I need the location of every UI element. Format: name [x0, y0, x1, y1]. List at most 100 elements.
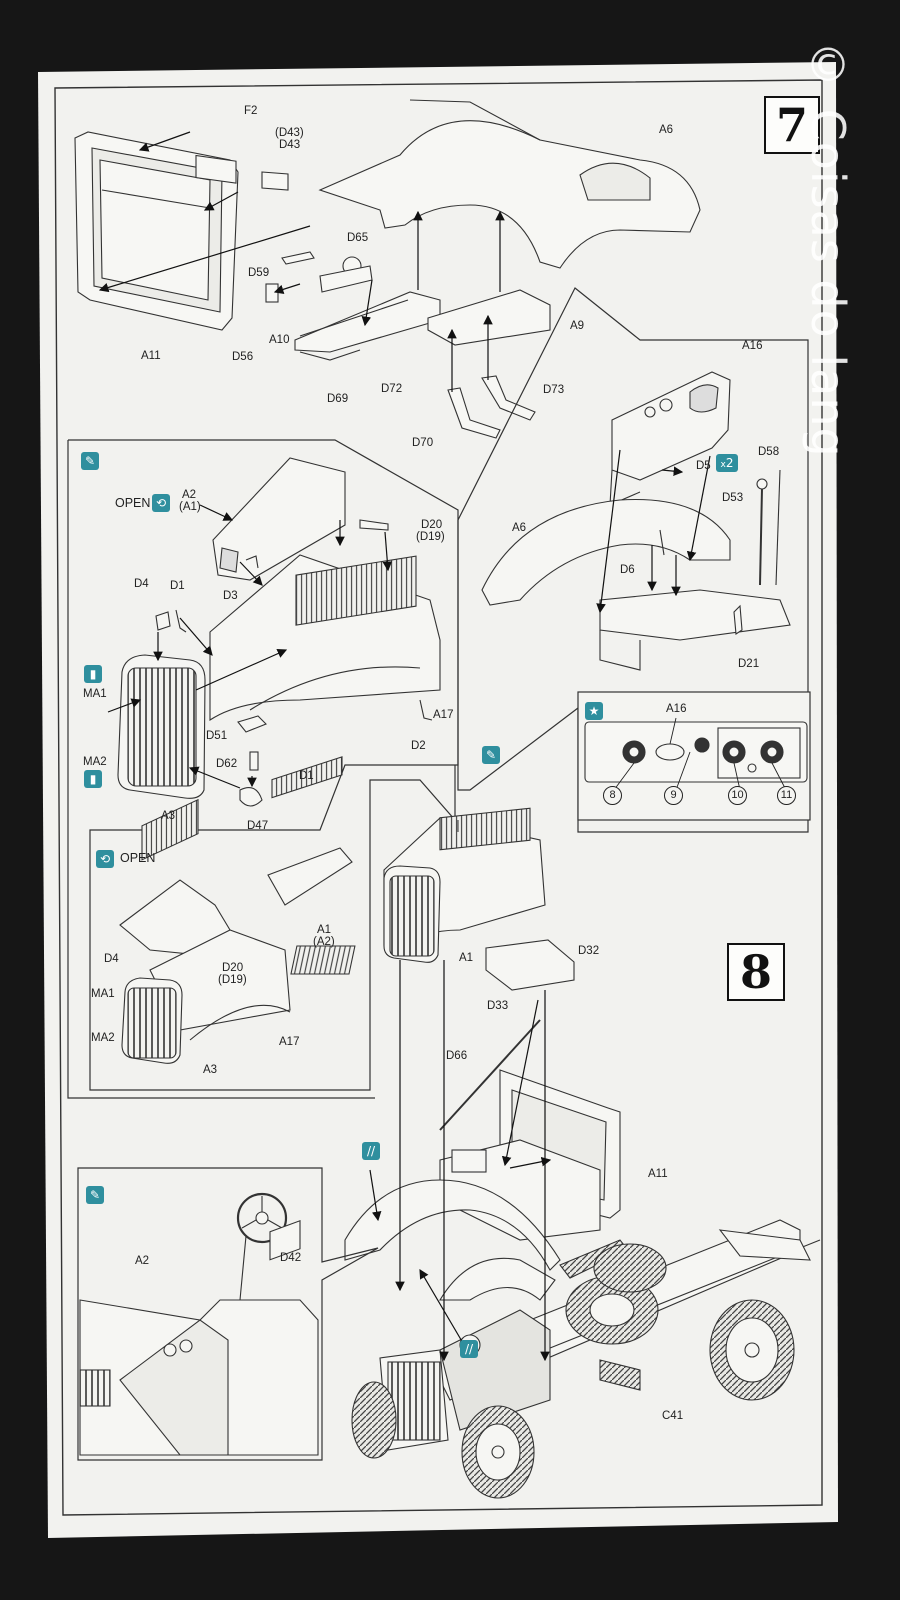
label-A10: A10: [269, 334, 290, 346]
star-icon: ★: [585, 702, 603, 720]
cement-icon: //: [460, 1340, 478, 1358]
label-D56: D56: [232, 351, 254, 363]
label-A2-alt-open: (A2): [313, 936, 335, 948]
label-A9: A9: [570, 320, 585, 332]
open-position-icon: ⟲: [96, 850, 114, 868]
label-D33: D33: [487, 1000, 509, 1012]
paint-brush-icon: ✎: [81, 452, 99, 470]
open-position-icon: ⟲: [152, 494, 170, 512]
label-D47: D47: [247, 820, 269, 832]
hood-panel-border: [68, 439, 459, 1091]
label-D58: D58: [758, 446, 780, 458]
label-D21: D21: [738, 658, 760, 670]
callout-9: 9: [664, 786, 683, 805]
label-D73: D73: [543, 384, 565, 396]
label-A1-alt: (A1): [179, 501, 201, 513]
label-A6-top: A6: [659, 124, 674, 136]
label-A17: A17: [433, 709, 454, 721]
label-D51: D51: [206, 730, 228, 742]
callout-8: 8: [603, 786, 622, 805]
label-MA1-open: MA1: [91, 988, 115, 1000]
step7-top-assembly: [74, 99, 701, 439]
label-D5: D5: [696, 460, 711, 472]
fender-A6-top: [318, 120, 701, 269]
label-MA2: MA2: [83, 756, 107, 768]
part-D62: [249, 751, 259, 771]
label-D1: D1: [170, 580, 185, 592]
label-D3: D3: [223, 590, 238, 602]
label-A17-open: A17: [279, 1036, 300, 1048]
label-D1-b: D1: [299, 770, 314, 782]
part-D32: [485, 939, 575, 991]
label-D4-open: D4: [104, 953, 119, 965]
label-A11-bottom: A11: [648, 1168, 668, 1180]
part-D21: [733, 604, 743, 635]
a16-detail-drawing: [584, 721, 808, 783]
page-frame: [54, 79, 823, 1516]
label-D53: D53: [722, 492, 744, 504]
multiplier-icon: x2: [716, 454, 738, 472]
label-A3-open: A3: [203, 1064, 218, 1076]
label-A1-open: A1: [317, 924, 332, 936]
step8-arrows: [369, 960, 552, 1362]
label-A2: A2: [182, 489, 197, 501]
part-A2: [212, 457, 346, 581]
step-number-7: 7: [764, 96, 820, 154]
truck-assembly: [344, 1019, 821, 1499]
part-D73: [481, 375, 536, 421]
label-MA1: MA1: [83, 688, 107, 700]
open-detail: [119, 756, 353, 1064]
part-D70: [447, 387, 501, 439]
multiplier-value: 2: [725, 456, 734, 470]
part-D1: [175, 609, 187, 633]
label-A6-mid: A6: [512, 522, 527, 534]
label-C41: C41: [662, 1410, 684, 1422]
cab-interior-detail: [79, 1192, 319, 1456]
label-A16-detail: A16: [666, 703, 687, 715]
label-A2-bottom: A2: [135, 1255, 150, 1267]
label-MA2-open: MA2: [91, 1032, 115, 1044]
paint-brush-icon: ✎: [86, 1186, 104, 1204]
part-D20: [359, 519, 389, 531]
hood-assembly: [117, 457, 441, 807]
label-D20-open: D20: [222, 962, 244, 974]
label-F2: F2: [244, 105, 258, 117]
part-D4: [155, 611, 171, 631]
decal-icon: ▮: [84, 665, 102, 683]
part-D59: [281, 251, 315, 265]
fender-A6-mid: [481, 498, 731, 606]
steering-wheel-D42: [236, 1192, 288, 1244]
part-D53: [759, 487, 763, 586]
part-D43: [261, 171, 289, 191]
part-D58: [775, 469, 781, 586]
watermark: © Coisas do lang: [801, 38, 855, 458]
label-D2: D2: [411, 740, 426, 752]
label-A3: A3: [161, 810, 176, 822]
part-D47: [239, 787, 263, 807]
callout-11: 11: [777, 786, 796, 805]
cement-icon: //: [362, 1142, 380, 1160]
label-D70: D70: [412, 437, 434, 449]
label-D42: D42: [280, 1252, 302, 1264]
label-D4: D4: [134, 578, 149, 590]
label-D6: D6: [620, 564, 635, 576]
label-D69: D69: [327, 393, 349, 405]
part-D2: [419, 699, 433, 721]
open-label-detail: OPEN: [120, 851, 156, 865]
part-D56: [265, 283, 279, 303]
part-F2: [195, 154, 237, 184]
step7-arrows: [98, 131, 505, 392]
paint-brush-icon: ✎: [482, 746, 500, 764]
cab-detail-border: [77, 1167, 379, 1461]
label-D65: D65: [347, 232, 369, 244]
part-D6: [659, 529, 665, 556]
label-D66: D66: [446, 1050, 468, 1062]
label-A1-hood: A1: [459, 952, 474, 964]
part-D3: [245, 555, 259, 569]
decal-icon: ▮: [84, 770, 102, 788]
a16-leader-lines: [613, 717, 787, 791]
label-D43-alt: (D43): [275, 127, 304, 139]
dash-arrows: [596, 449, 711, 614]
hood-arrows: [107, 504, 393, 789]
